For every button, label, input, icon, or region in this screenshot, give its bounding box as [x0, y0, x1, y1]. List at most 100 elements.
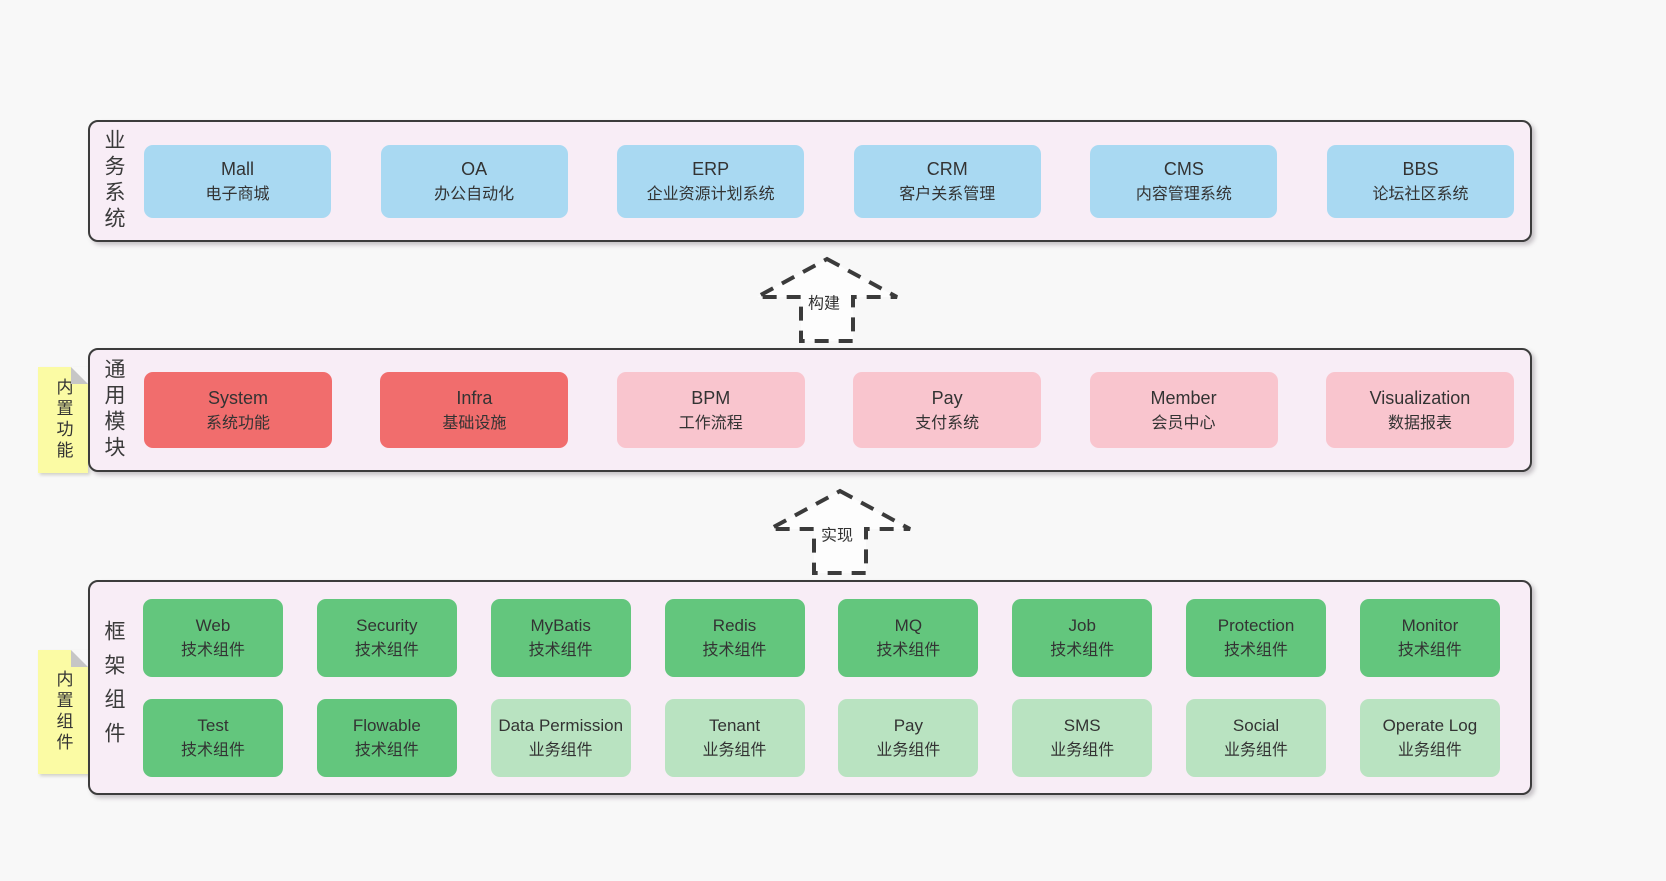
- box-cms-subtitle: 内容管理系统: [1135, 185, 1232, 203]
- box-social-name: Social: [1232, 715, 1280, 735]
- box-operate-log-name: Operate Log: [1382, 715, 1478, 735]
- box-bpm: BPM 工作流程: [616, 372, 805, 448]
- box-bpm-subtitle: 工作流程: [678, 414, 743, 432]
- box-flowable-name: Flowable: [352, 715, 421, 735]
- box-test-name: Test: [197, 715, 229, 735]
- box-crm-name: CRM: [926, 158, 968, 179]
- common-modules-row: System 系统功能 Infra 基础设施 BPM 工作流程 Pay 支付系统…: [124, 372, 1530, 448]
- box-erp: ERP 企业资源计划系统: [617, 144, 805, 218]
- panel-framework-components: 框架组件 Web 技术组件 Security 技术组件 MyBatis 技术组件…: [88, 580, 1532, 795]
- sticky-builtin-features: 内置功能: [38, 367, 88, 473]
- box-job: Job 技术组件: [1012, 598, 1153, 677]
- panel-common-modules: 通用模块 System 系统功能 Infra 基础设施 BPM 工作流程 Pay…: [88, 348, 1532, 472]
- box-protection-name: Protection: [1217, 615, 1295, 635]
- sticky-builtin-components: 内置组件: [38, 650, 88, 774]
- box-sms: SMS 业务组件: [1012, 698, 1153, 777]
- box-oa: OA 办公自动化: [380, 144, 568, 218]
- box-visualization-name: Visualization: [1369, 387, 1471, 408]
- box-visualization-subtitle: 数据报表: [1387, 414, 1452, 432]
- box-member: Member 会员中心: [1089, 372, 1278, 448]
- box-mybatis-name: MyBatis: [530, 615, 591, 635]
- framework-components-grid: Web 技术组件 Security 技术组件 MyBatis 技术组件 Redi…: [124, 598, 1530, 777]
- box-redis-subtitle: 技术组件: [702, 641, 767, 659]
- box-tenant-name: Tenant: [709, 715, 761, 735]
- box-mall-subtitle: 电子商城: [205, 185, 270, 203]
- box-infra-name: Infra: [456, 387, 493, 408]
- box-flowable-subtitle: 技术组件: [354, 741, 419, 759]
- box-system-name: System: [207, 387, 268, 408]
- box-crm-subtitle: 客户关系管理: [899, 185, 996, 203]
- box-oa-name: OA: [461, 158, 488, 179]
- box-cms-name: CMS: [1163, 158, 1204, 179]
- box-cms: CMS 内容管理系统: [1090, 144, 1278, 218]
- box-pay-component: Pay 业务组件: [838, 698, 979, 777]
- box-pay-component-name: Pay: [893, 715, 924, 735]
- box-tenant: Tenant 业务组件: [664, 698, 805, 777]
- box-operate-log-subtitle: 业务组件: [1397, 741, 1462, 759]
- panel-framework-components-label: 框架组件: [102, 619, 125, 756]
- box-member-name: Member: [1150, 387, 1217, 408]
- box-mq-subtitle: 技术组件: [876, 641, 941, 659]
- box-test: Test 技术组件: [143, 698, 283, 777]
- panel-business-systems: 业务系统 Mall 电子商城 OA 办公自动化 ERP 企业资源计划系统 CRM…: [88, 120, 1532, 242]
- box-social-subtitle: 业务组件: [1224, 741, 1289, 759]
- sticky-builtin-components-label: 内置组件: [53, 670, 73, 754]
- arrow-implement-label: 实现: [818, 525, 856, 549]
- box-bbs-name: BBS: [1402, 158, 1439, 179]
- panel-common-modules-label: 通用模块: [102, 358, 125, 462]
- box-crm: CRM 客户关系管理: [853, 144, 1041, 218]
- box-monitor: Monitor 技术组件: [1359, 598, 1500, 677]
- box-mall-name: Mall: [220, 158, 254, 179]
- box-infra: Infra 基础设施: [380, 372, 569, 448]
- box-security-name: Security: [356, 615, 418, 635]
- box-pay-module-subtitle: 支付系统: [915, 414, 980, 432]
- box-member-subtitle: 会员中心: [1151, 414, 1216, 432]
- box-mall: Mall 电子商城: [144, 144, 331, 218]
- box-mq: MQ 技术组件: [838, 598, 979, 677]
- box-oa-subtitle: 办公自动化: [434, 185, 515, 203]
- box-flowable: Flowable 技术组件: [316, 698, 457, 777]
- box-pay-module: Pay 支付系统: [853, 372, 1042, 448]
- box-protection-subtitle: 技术组件: [1224, 641, 1289, 659]
- box-system: System 系统功能: [144, 372, 332, 448]
- box-security: Security 技术组件: [316, 598, 457, 677]
- box-security-subtitle: 技术组件: [354, 641, 419, 659]
- box-erp-name: ERP: [692, 158, 730, 179]
- box-visualization: Visualization 数据报表: [1325, 372, 1514, 448]
- box-web-subtitle: 技术组件: [180, 641, 245, 659]
- box-job-subtitle: 技术组件: [1050, 641, 1115, 659]
- box-redis: Redis 技术组件: [664, 598, 805, 677]
- sticky-builtin-features-label: 内置功能: [53, 378, 73, 462]
- box-mybatis: MyBatis 技术组件: [490, 598, 631, 677]
- arrow-build: 构建: [747, 252, 907, 347]
- box-operate-log: Operate Log 业务组件: [1359, 698, 1500, 777]
- box-erp-subtitle: 企业资源计划系统: [646, 185, 775, 203]
- box-protection: Protection 技术组件: [1186, 598, 1327, 677]
- box-data-permission: Data Permission 业务组件: [490, 698, 631, 777]
- box-web: Web 技术组件: [143, 598, 283, 677]
- arrow-implement: 实现: [760, 484, 920, 579]
- box-bpm-name: BPM: [691, 387, 731, 408]
- box-monitor-name: Monitor: [1401, 615, 1459, 635]
- box-social: Social 业务组件: [1186, 698, 1327, 777]
- box-bbs: BBS 论坛社区系统: [1326, 144, 1514, 218]
- box-monitor-subtitle: 技术组件: [1397, 641, 1462, 659]
- box-test-subtitle: 技术组件: [180, 741, 245, 759]
- box-data-permission-subtitle: 业务组件: [528, 741, 593, 759]
- box-data-permission-name: Data Permission: [498, 715, 624, 735]
- box-infra-subtitle: 基础设施: [442, 414, 507, 432]
- box-mq-name: MQ: [894, 615, 923, 635]
- business-systems-row: Mall 电子商城 OA 办公自动化 ERP 企业资源计划系统 CRM 客户关系…: [124, 144, 1530, 218]
- arrow-build-label: 构建: [805, 293, 843, 317]
- box-pay-module-name: Pay: [931, 387, 963, 408]
- box-redis-name: Redis: [712, 615, 757, 635]
- box-web-name: Web: [195, 615, 231, 635]
- box-sms-subtitle: 业务组件: [1050, 741, 1115, 759]
- box-bbs-subtitle: 论坛社区系统: [1372, 185, 1469, 203]
- panel-business-systems-label: 业务系统: [102, 129, 125, 233]
- box-mybatis-subtitle: 技术组件: [528, 641, 593, 659]
- box-tenant-subtitle: 业务组件: [702, 741, 767, 759]
- box-pay-component-subtitle: 业务组件: [876, 741, 941, 759]
- box-system-subtitle: 系统功能: [205, 414, 270, 432]
- box-job-name: Job: [1068, 615, 1096, 635]
